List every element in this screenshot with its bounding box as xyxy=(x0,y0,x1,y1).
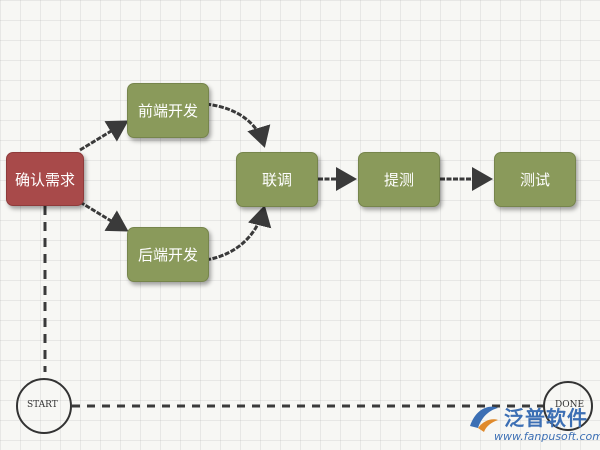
node-backend-dev[interactable]: 后端开发 xyxy=(127,227,209,282)
node-integration-label: 联调 xyxy=(261,171,292,189)
brand-name: 泛普软件 xyxy=(504,406,588,430)
node-backend-label: 后端开发 xyxy=(137,246,198,264)
node-submit-test-label: 提测 xyxy=(383,171,414,189)
brand-watermark: 泛普软件 www.fanpusoft.com xyxy=(464,400,600,446)
node-frontend-label: 前端开发 xyxy=(137,102,198,120)
arrow-frontend-to-integration xyxy=(205,102,271,148)
node-testing-label: 测试 xyxy=(519,171,550,189)
node-submit-test[interactable]: 提测 xyxy=(358,152,440,207)
done-label: DONE xyxy=(555,400,585,410)
arrow-backend-to-integration xyxy=(205,205,272,262)
node-frontend-dev[interactable]: 前端开发 xyxy=(127,83,209,138)
start-label: START xyxy=(27,400,58,410)
done-circle xyxy=(543,381,593,431)
start-circle xyxy=(16,378,72,434)
node-testing[interactable]: 测试 xyxy=(494,152,576,207)
node-integration[interactable]: 联调 xyxy=(236,152,318,207)
arrow-confirm-to-backend xyxy=(79,200,129,232)
arrow-confirm-to-frontend xyxy=(79,120,129,152)
node-confirm-requirements[interactable]: 确认需求 xyxy=(6,152,84,206)
node-confirm-label: 确认需求 xyxy=(14,170,75,189)
brand-url: www.fanpusoft.com xyxy=(494,430,600,443)
brand-logo-icon xyxy=(470,406,498,432)
